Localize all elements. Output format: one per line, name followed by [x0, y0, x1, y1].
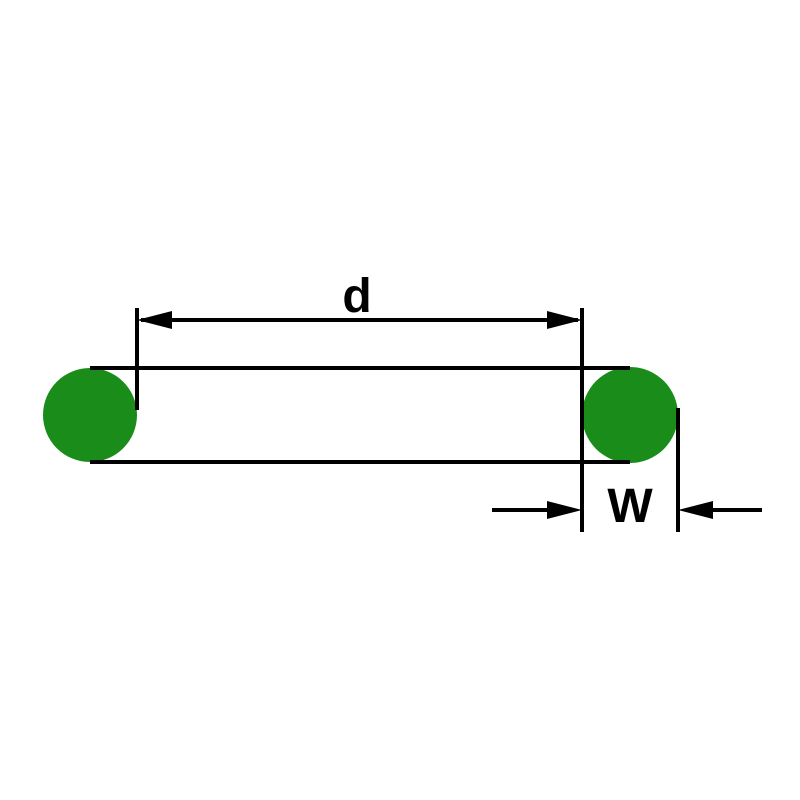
d-arrowhead-left-icon	[137, 311, 172, 329]
w-arrowhead-right-icon	[678, 501, 713, 519]
w-arrowhead-left-icon	[547, 501, 582, 519]
oring-left-cross-section	[43, 368, 137, 462]
d-label: d	[342, 270, 371, 323]
d-arrowhead-right-icon	[547, 311, 582, 329]
oring-right-cross-section	[582, 367, 678, 463]
w-label: W	[607, 480, 653, 533]
